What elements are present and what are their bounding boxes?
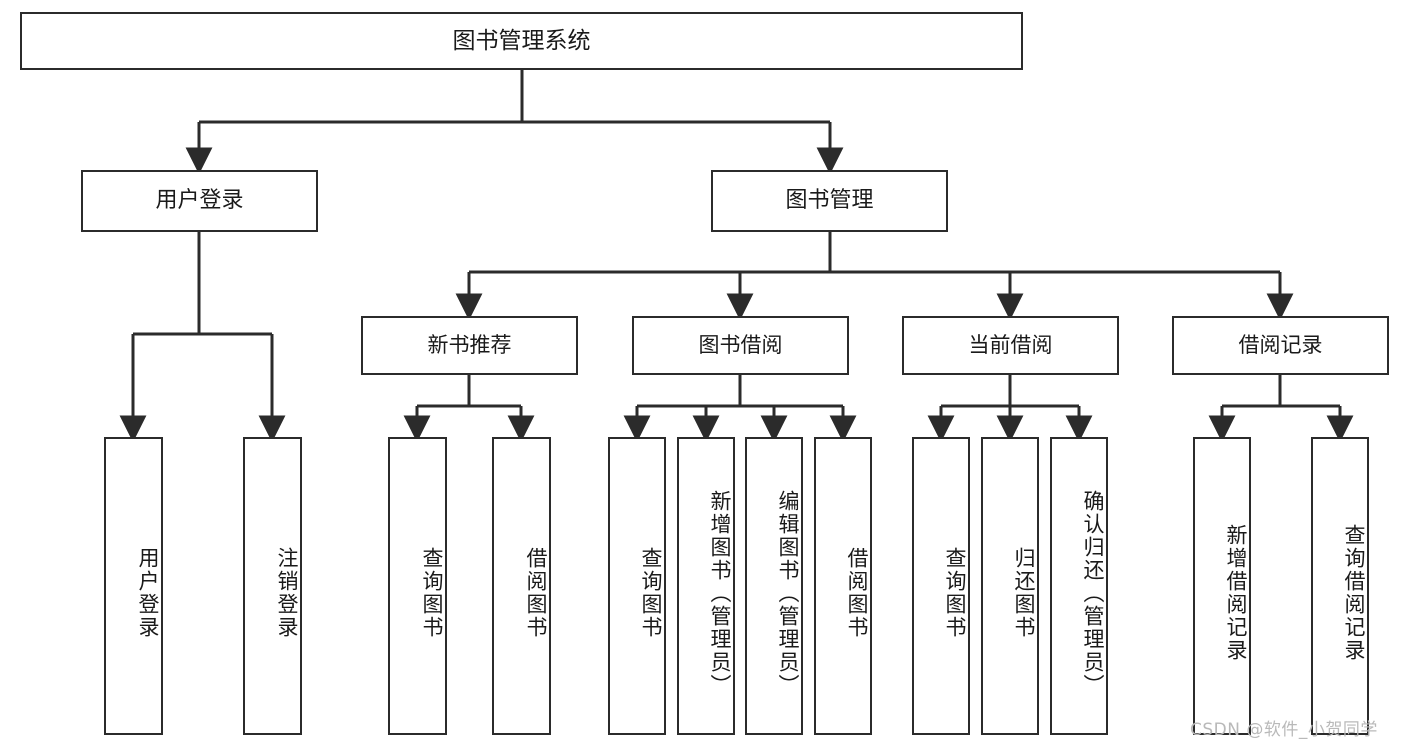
node-leaf-borrow-book-borrow[interactable]: 借阅图书	[814, 437, 872, 735]
node-label: 用户登录	[136, 547, 160, 639]
node-label: 编辑图书（管理员）	[776, 489, 800, 697]
node-label: 当前借阅	[968, 333, 1053, 358]
node-label: 用户登录	[155, 188, 244, 214]
node-root-book-management-system[interactable]: 图书管理系统	[20, 12, 1023, 70]
node-leaf-query-book-borrow[interactable]: 查询图书	[608, 437, 666, 735]
node-label: 归还图书	[1012, 547, 1036, 639]
node-label: 图书管理系统	[452, 27, 591, 54]
node-label: 查询图书	[639, 547, 663, 639]
node-label: 查询图书	[420, 547, 444, 639]
csdn-watermark: CSDN @软件_小贺同学	[1190, 720, 1378, 740]
node-label: 新增图书（管理员）	[708, 489, 732, 697]
node-leaf-add-borrow-record[interactable]: 新增借阅记录	[1193, 437, 1251, 735]
node-leaf-edit-book-admin[interactable]: 编辑图书（管理员）	[745, 437, 803, 735]
node-label: 图书借阅	[698, 333, 783, 358]
node-book-borrow[interactable]: 图书借阅	[632, 316, 849, 375]
node-label: 查询图书	[943, 547, 967, 639]
node-leaf-user-login[interactable]: 用户登录	[104, 437, 163, 735]
node-label: 借阅记录	[1238, 333, 1323, 358]
node-label: 借阅图书	[524, 547, 548, 639]
node-current-borrow[interactable]: 当前借阅	[902, 316, 1119, 375]
node-leaf-confirm-return-admin[interactable]: 确认归还（管理员）	[1050, 437, 1108, 735]
node-label: 新书推荐	[427, 333, 512, 358]
node-leaf-borrow-book-recommend[interactable]: 借阅图书	[492, 437, 551, 735]
node-leaf-return-book[interactable]: 归还图书	[981, 437, 1039, 735]
node-label: 新增借阅记录	[1224, 524, 1248, 662]
node-user-login[interactable]: 用户登录	[81, 170, 318, 232]
node-leaf-add-book-admin[interactable]: 新增图书（管理员）	[677, 437, 735, 735]
node-label: 图书管理	[785, 188, 874, 214]
node-label: 借阅图书	[845, 547, 869, 639]
node-borrow-record[interactable]: 借阅记录	[1172, 316, 1389, 375]
node-leaf-query-book-current[interactable]: 查询图书	[912, 437, 970, 735]
node-leaf-query-book-recommend[interactable]: 查询图书	[388, 437, 447, 735]
node-book-manage[interactable]: 图书管理	[711, 170, 948, 232]
node-label: 查询借阅记录	[1342, 524, 1366, 662]
node-label: 注销登录	[275, 547, 299, 639]
node-leaf-logout-login[interactable]: 注销登录	[243, 437, 302, 735]
node-label: 确认归还（管理员）	[1081, 489, 1105, 697]
node-new-book-recommend[interactable]: 新书推荐	[361, 316, 578, 375]
node-leaf-query-borrow-record[interactable]: 查询借阅记录	[1311, 437, 1369, 735]
